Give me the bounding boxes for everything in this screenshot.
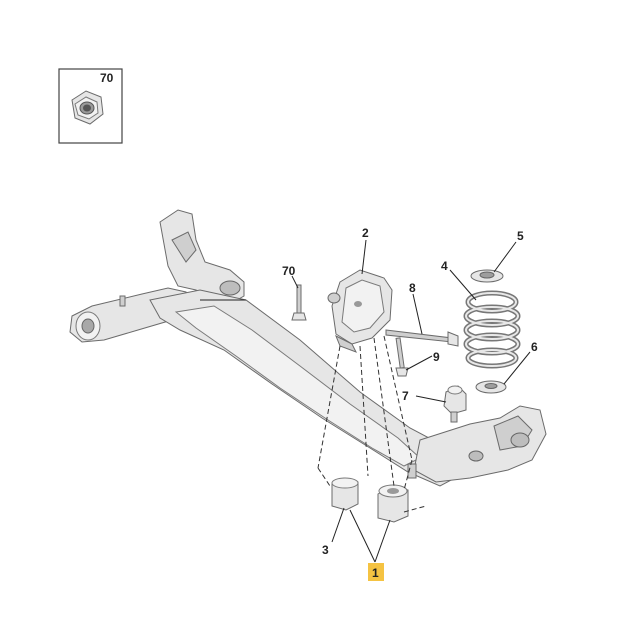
callout-1-highlight (368, 563, 384, 581)
callout-1[interactable]: 1 (372, 566, 379, 580)
part-70-bolt[interactable] (291, 284, 307, 321)
callout-6[interactable]: 6 (531, 340, 538, 354)
callout-2[interactable]: 2 (362, 226, 369, 240)
callout-5[interactable]: 5 (517, 229, 524, 243)
callout-8[interactable]: 8 (409, 281, 416, 295)
thumbnail-part-70[interactable]: 70 (58, 68, 123, 144)
callout-70[interactable]: 70 (282, 264, 296, 278)
callout-9[interactable]: 9 (433, 350, 440, 364)
callout-4[interactable]: 4 (441, 259, 448, 273)
thumbnail-label: 70 (100, 71, 114, 85)
assembly-dashed-lines (317, 335, 427, 513)
rear-axle-beam (69, 209, 547, 487)
part-4-coil-spring[interactable] (463, 290, 521, 369)
part-2-mount-bracket[interactable] (327, 269, 393, 353)
callout-3[interactable]: 3 (322, 543, 329, 557)
callout-7[interactable]: 7 (402, 389, 409, 403)
part-8-long-bolt[interactable] (385, 329, 459, 347)
part-6-lower-spring-seat[interactable] (475, 380, 507, 394)
hex-nut-icon (71, 90, 104, 125)
part-7-bump-stop[interactable] (443, 385, 467, 423)
callout-labels: 1 2 3 4 5 6 7 8 9 70 (282, 226, 538, 581)
part-1-bush[interactable] (377, 484, 409, 523)
part-9-bolt[interactable] (395, 337, 409, 377)
part-5-upper-spring-seat[interactable] (470, 269, 504, 283)
leader-lines (291, 239, 531, 563)
part-3-bush[interactable] (331, 477, 359, 511)
